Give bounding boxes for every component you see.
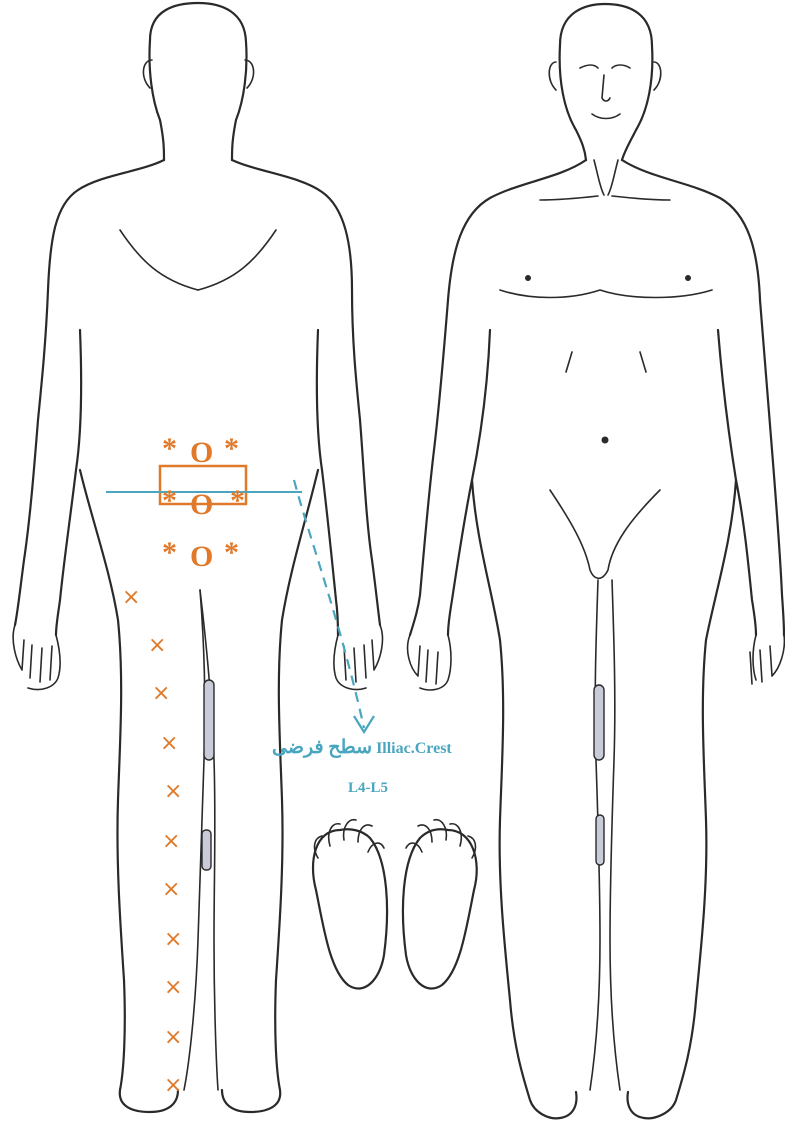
marker-r3-c2: O (190, 540, 213, 573)
x-marker: × (164, 927, 182, 952)
marker-grid: * O * * O * * O * (162, 432, 245, 573)
iliac-crest-label-persian: سطح فرضی (272, 737, 372, 758)
x-marker: × (164, 1073, 182, 1098)
x-marker: × (160, 731, 178, 756)
marker-r2-c3: * (230, 484, 245, 517)
x-marker: × (122, 585, 140, 610)
x-marker: × (164, 779, 182, 804)
marker-r2-c2: O (190, 488, 213, 521)
x-marker: × (162, 829, 180, 854)
marker-r1-c2: O (190, 436, 213, 469)
x-marker: × (164, 975, 182, 1000)
front-view-figure (408, 4, 785, 1118)
x-marker: × (152, 681, 170, 706)
marker-r1-c1: * (162, 432, 177, 465)
pointer-dashed-line (294, 480, 364, 728)
x-marker: × (148, 633, 166, 658)
x-marker: × (162, 877, 180, 902)
soles-of-feet (313, 820, 477, 989)
vertebral-level-label: L4-L5 (348, 780, 388, 797)
iliac-crest-label-latin: Illiac.Crest (376, 740, 452, 757)
marker-r3-c1: * (162, 536, 177, 569)
marker-r2-c1: * (162, 484, 177, 517)
marker-r3-c3: * (224, 536, 239, 569)
marker-r1-c3: * (224, 432, 239, 465)
iliac-crest-label: سطح فرضی Illiac.Crest (272, 736, 452, 759)
x-marker-column: × × × × × × × × × × × (122, 585, 182, 1098)
x-marker: × (164, 1025, 182, 1050)
pointer-arrowhead (354, 716, 374, 732)
